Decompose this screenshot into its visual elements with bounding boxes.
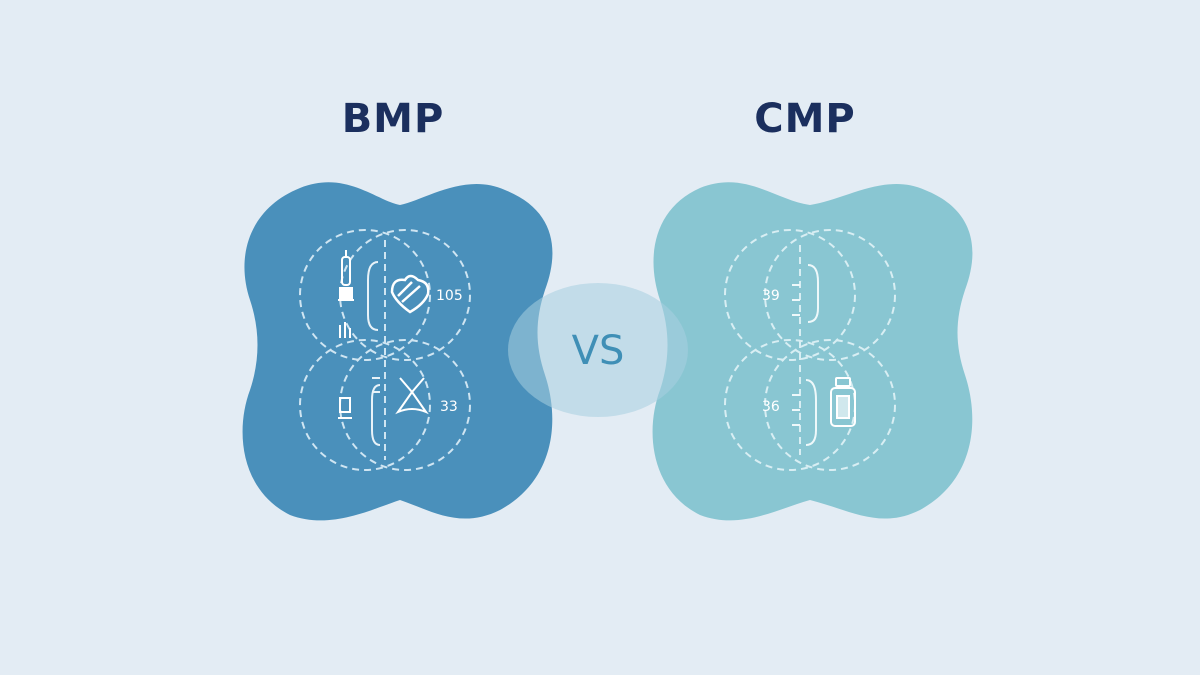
bmp-connectors (367, 261, 381, 446)
cmp-value-2: 36 (762, 399, 780, 415)
cmp-value-1: 39 (762, 288, 780, 304)
bmp-dashed-circles (299, 229, 471, 471)
bmp-value-3: 33 (440, 399, 458, 415)
bmp-title: BMP (341, 96, 445, 142)
cmp-connectors (792, 264, 819, 446)
test-tube-icon (338, 250, 354, 301)
vs-label: VS (572, 328, 625, 374)
cmp-title: CMP (754, 96, 856, 142)
bmp-value-1: 105 (436, 288, 463, 304)
bmp-blob (242, 182, 553, 521)
small-bars-icon (339, 322, 351, 338)
bottle-icon (830, 377, 856, 427)
vs-badge (508, 283, 688, 417)
bmp-box-icon (338, 397, 352, 419)
heart-shield-icon (390, 274, 430, 314)
scale-icon (395, 377, 429, 415)
